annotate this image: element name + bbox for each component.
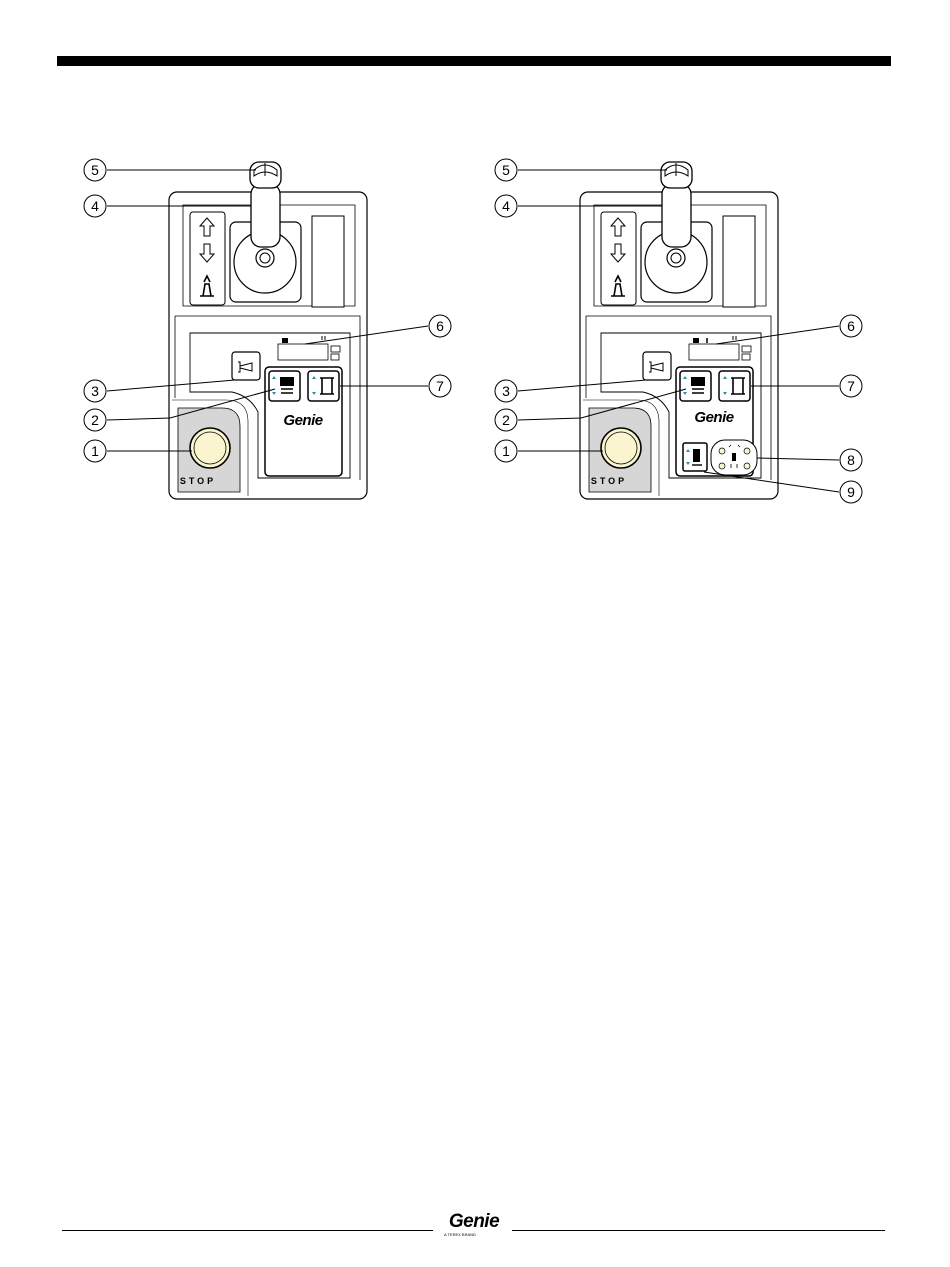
right-callout-3: 3: [495, 380, 517, 402]
svg-text:2: 2: [91, 412, 99, 428]
svg-text:7: 7: [847, 378, 855, 394]
left-control-panel: Genie STOP: [169, 162, 367, 499]
right-callout-7: 7: [840, 375, 862, 397]
svg-text:4: 4: [502, 198, 510, 214]
right-callout-8: 8: [840, 449, 862, 471]
svg-text:2: 2: [502, 412, 510, 428]
svg-text:7: 7: [436, 378, 444, 394]
left-stop-label: STOP: [180, 476, 216, 486]
right-callout-4: 4: [495, 195, 517, 217]
right-callout-5: 5: [495, 159, 517, 181]
footer-rule-right: [512, 1230, 885, 1231]
right-panel-logo: Genie: [694, 409, 733, 426]
right-callout-2: 2: [495, 409, 517, 431]
right-callout-6: 6: [840, 315, 862, 337]
footer-tagline: A TEREX BRAND: [441, 1232, 507, 1237]
svg-text:6: 6: [436, 318, 444, 334]
right-battery-icon: [693, 338, 699, 343]
left-panel-logo: Genie: [283, 412, 322, 429]
footer-brand: Genie: [441, 1212, 507, 1232]
svg-text:3: 3: [91, 383, 99, 399]
svg-text:9: 9: [847, 484, 855, 500]
left-battery-icon: [282, 338, 288, 343]
svg-text:5: 5: [502, 162, 510, 178]
right-stop-label: STOP: [591, 476, 627, 486]
svg-text:4: 4: [91, 198, 99, 214]
right-callout-1: 1: [495, 440, 517, 462]
footer-rule-left: [62, 1230, 433, 1231]
svg-text:5: 5: [91, 162, 99, 178]
left-hour-icon: [331, 346, 340, 352]
left-callout-1: 1: [84, 440, 106, 462]
right-overload-icon: [742, 354, 750, 360]
left-callout-4: 4: [84, 195, 106, 217]
right-hour-icon: [742, 346, 751, 352]
left-callout-6: 6: [429, 315, 451, 337]
left-callout-2: 2: [84, 409, 106, 431]
svg-text:6: 6: [847, 318, 855, 334]
svg-text:8: 8: [847, 452, 855, 468]
svg-text:3: 3: [502, 383, 510, 399]
left-drive-icon: [280, 377, 294, 386]
left-callout-5: 5: [84, 159, 106, 181]
right-control-panel: Genie STOP: [580, 162, 778, 499]
svg-text:1: 1: [502, 443, 510, 459]
right-lift-enable-button[interactable]: [719, 371, 750, 401]
left-overload-icon: [331, 354, 339, 360]
svg-text:1: 1: [91, 443, 99, 459]
footer-logo: Genie A TEREX BRAND: [441, 1212, 507, 1240]
left-lift-enable-button[interactable]: [308, 371, 339, 401]
left-callout-3: 3: [84, 380, 106, 402]
left-callout-7: 7: [429, 375, 451, 397]
right-callout-9: 9: [840, 481, 862, 503]
